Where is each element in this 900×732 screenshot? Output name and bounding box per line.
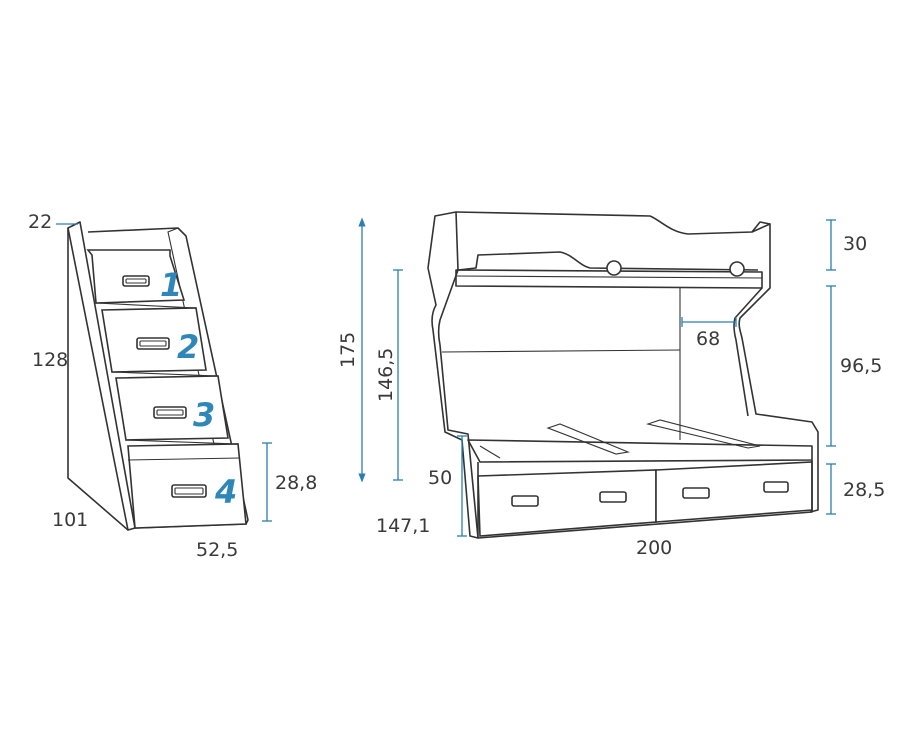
dim-bed-inner-height: 146,5 [375, 348, 397, 402]
dim-bed-clearance: 96,5 [840, 355, 882, 377]
bed-drawer-handle-1 [511, 495, 539, 507]
stair-drawer-handle-3 [153, 406, 187, 419]
step-number-3: 3 [193, 396, 215, 434]
bed-drawer-handle-3 [682, 487, 710, 499]
bed-slat-right [646, 419, 761, 449]
dim-bed-guard-height: 30 [843, 233, 867, 255]
dim-stair-drawer-height: 28,8 [275, 472, 317, 494]
bed-left-end-panel [427, 211, 479, 539]
dim-bed-lower-height: 50 [428, 467, 452, 489]
bed-right-end-inner [733, 287, 763, 417]
bed-drawer-right [655, 461, 813, 523]
stair-drawer-handle-4 [171, 484, 207, 498]
dim-bed-ladder-gap: 68 [696, 328, 720, 350]
dim-stair-width: 52,5 [196, 539, 238, 561]
step-number-4: 4 [214, 473, 237, 511]
stair-drawer-handle-2 [136, 337, 170, 350]
bed-right-end-panel [738, 223, 819, 513]
dim-stair-top-depth: 22 [28, 211, 52, 233]
dim-bed-depth: 147,1 [376, 515, 430, 537]
bed-drawer-handle-4 [763, 481, 789, 493]
bunk-bed: 175 146,5 50 147,1 200 68 30 96,5 28,5 [337, 211, 885, 559]
bed-back-wall-line [441, 349, 681, 353]
dim-bed-length: 200 [636, 537, 672, 559]
stair-drawer-handle-1 [122, 275, 150, 287]
stair-unit: 1 2 3 4 22 128 101 52,5 28,8 [28, 211, 317, 561]
step-number-2: 2 [177, 328, 199, 366]
bed-guard-bolt-left [606, 260, 622, 276]
bed-drawer-handle-2 [599, 491, 627, 503]
dim-bed-drawer-height: 28,5 [843, 479, 885, 501]
stair-back-edge [67, 228, 129, 531]
bed-slat-left [546, 423, 630, 455]
bed-lower-frame [467, 439, 813, 463]
dim-stair-depth: 101 [52, 509, 88, 531]
bed-upper-top-edge [455, 211, 771, 235]
dim-stair-height: 128 [32, 349, 68, 371]
bed-upper-guard [457, 251, 759, 271]
bed-drawer-base [477, 460, 813, 539]
step-number-1: 1 [160, 266, 182, 304]
bed-guard-bolt-right [729, 261, 745, 277]
dim-bed-total-height: 175 [337, 332, 359, 368]
